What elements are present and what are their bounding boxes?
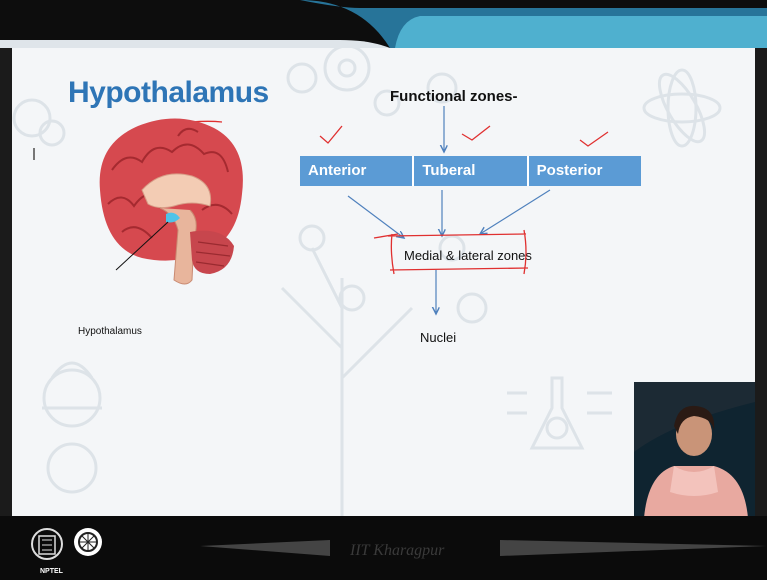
- slide: Hypothalamus Functional zones- Anterior …: [12, 48, 755, 518]
- institute-name: IIT Kharagpur: [350, 542, 444, 560]
- arrow-anterior: [348, 196, 404, 238]
- nptel-logo-icon: [72, 524, 104, 564]
- top-bar-decoration: [0, 0, 767, 48]
- top-bar: [0, 0, 767, 48]
- footer-bar: NPTEL IIT Kharagpur: [0, 516, 767, 580]
- presenter-video: [634, 382, 755, 518]
- nptel-logo-text: NPTEL: [40, 568, 63, 575]
- brain-illustration: [82, 110, 252, 310]
- arrow-posterior: [480, 190, 550, 234]
- iit-logo-icon: [30, 524, 64, 570]
